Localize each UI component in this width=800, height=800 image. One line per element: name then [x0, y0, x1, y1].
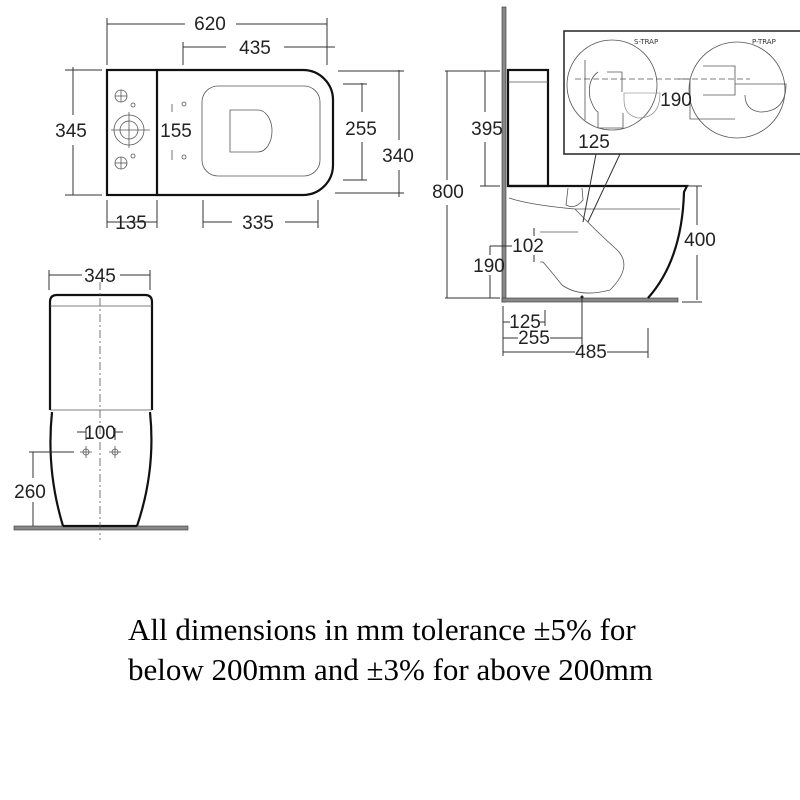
dim-fixing-spacing: 155	[160, 121, 192, 142]
flush-holes	[111, 89, 187, 170]
dim-wall-to-fixing: 255	[518, 328, 550, 349]
side-bowl	[508, 184, 689, 299]
dim-seat-length: 335	[242, 213, 274, 234]
top-dimension-lines	[65, 18, 404, 228]
side-dimension-lines	[445, 70, 702, 358]
lid-outline	[229, 109, 273, 153]
dim-bowl-width: 340	[382, 146, 414, 167]
inset-callout: S-TRAP P-TRAP 190 125	[563, 30, 800, 223]
dim-projection: 485	[575, 342, 607, 363]
top-view: 620 435 345 155 255 340 135 335	[55, 14, 414, 234]
p-trap-label: P-TRAP	[752, 38, 776, 46]
front-view: 345 100 260	[13, 266, 189, 540]
dim-overall-length: 620	[194, 14, 226, 35]
tolerance-note-line-2: below 200mm and ±3% for above 200mm	[128, 652, 653, 687]
dim-wall-to-outlet: 125	[509, 312, 541, 333]
dim-seat-width: 255	[345, 119, 377, 140]
floor	[501, 297, 679, 303]
dim-bowl-length: 435	[239, 38, 271, 59]
tank-outline	[105, 68, 159, 197]
dim-overall-height: 800	[432, 182, 464, 203]
dim-s-trap-offset: 125	[578, 132, 610, 153]
side-tank	[506, 68, 550, 188]
s-trap-label: S-TRAP	[634, 38, 658, 46]
tolerance-note: All dimensions in mm tolerance ±5% for b…	[128, 610, 653, 690]
bowl-outline	[157, 68, 335, 197]
dim-front-fixing-spacing: 100	[84, 423, 116, 444]
dim-front-fixing-height: 260	[14, 482, 46, 503]
dim-tank-height: 395	[471, 119, 503, 140]
dim-p-trap-height: 190	[660, 90, 692, 111]
p-trap-detail	[688, 41, 786, 139]
side-view: S-TRAP P-TRAP 190 125 395 800 400 102 19…	[432, 6, 800, 363]
dim-outlet-offset: 102	[512, 236, 544, 257]
front-dimension-lines	[29, 270, 151, 526]
trapway	[508, 187, 680, 294]
front-fixing-holes	[80, 446, 121, 458]
dim-front-width: 345	[84, 266, 116, 287]
dim-tank-depth: 345	[55, 121, 87, 142]
tolerance-note-line-1: All dimensions in mm tolerance ±5% for	[128, 612, 636, 647]
seat-outline	[201, 85, 321, 177]
front-tank	[48, 293, 154, 410]
s-trap-detail	[566, 39, 658, 131]
dim-tank-length: 135	[115, 213, 147, 234]
dim-bowl-height: 400	[684, 230, 716, 251]
dim-outlet-height: 190	[473, 256, 505, 277]
